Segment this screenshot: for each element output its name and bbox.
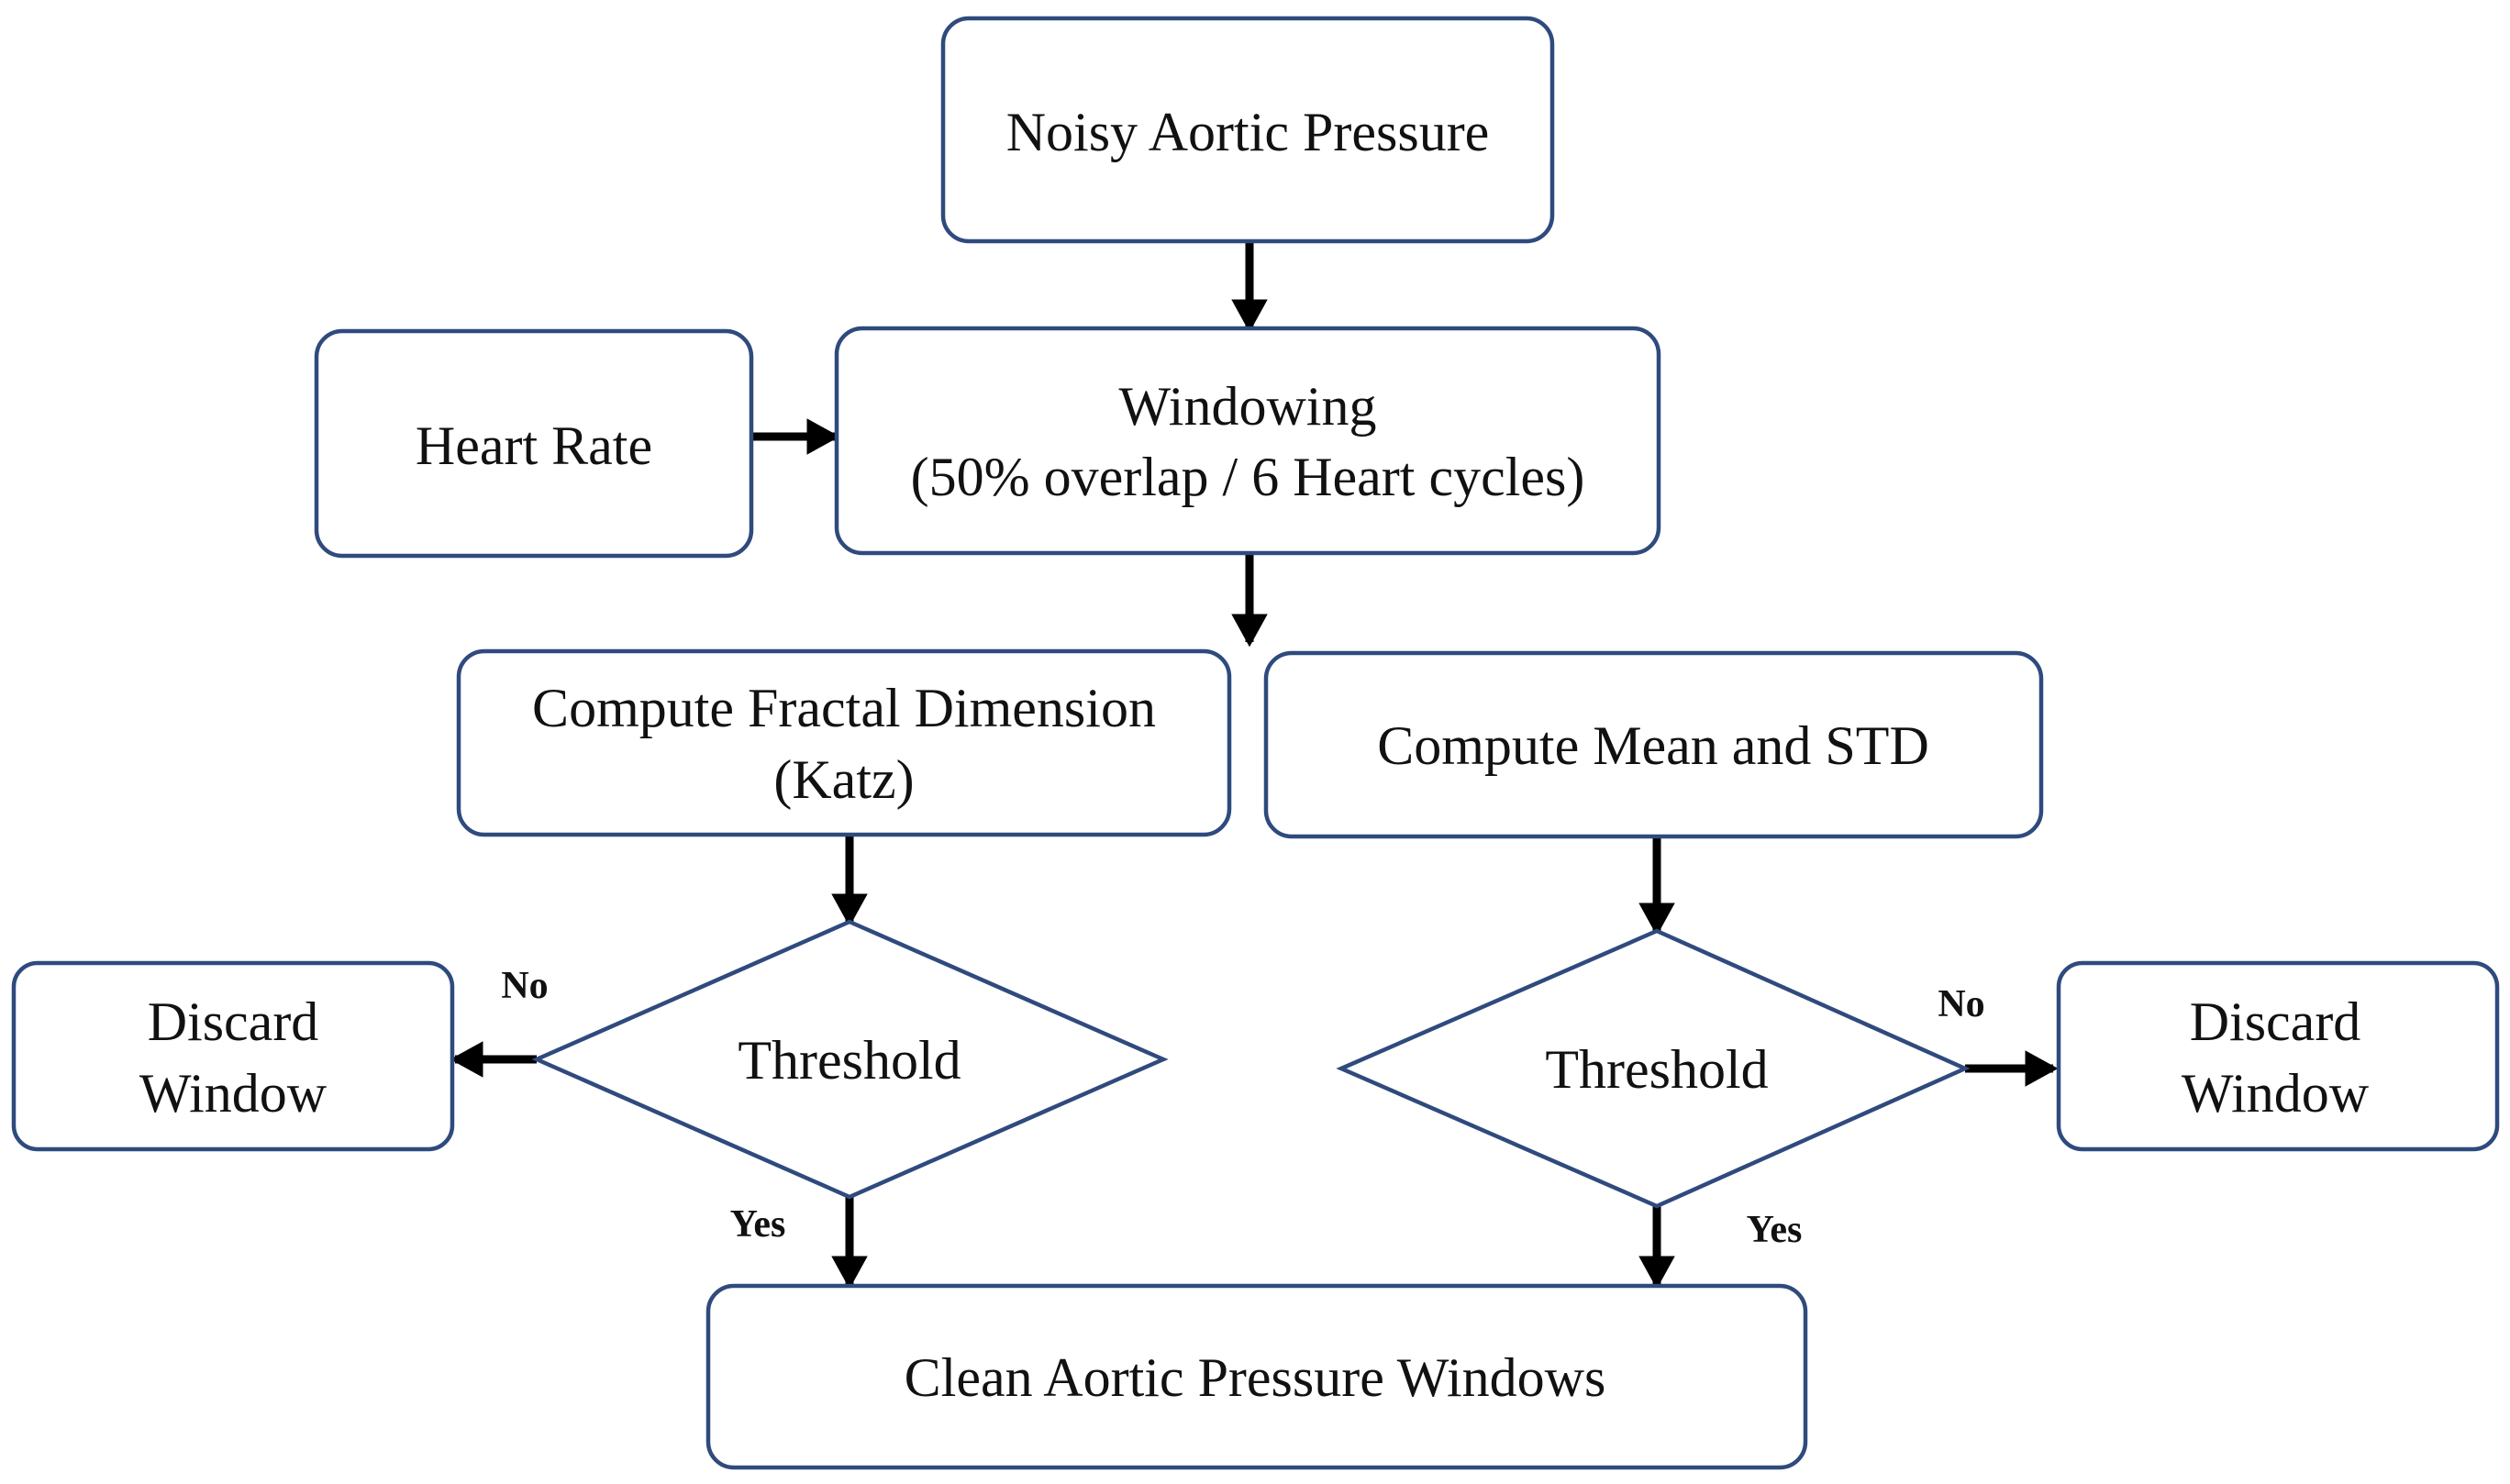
compute-fractal-dimension-method-label: (Katz) [773, 749, 914, 810]
threshold-left-label: Threshold [738, 1030, 961, 1091]
discard-window-right-label: Discard [2190, 991, 2361, 1052]
node-threshold-left: Threshold [531, 919, 1169, 1200]
edge-label-right-yes: Yes [1747, 1209, 1803, 1251]
heart-rate-box [314, 328, 754, 559]
noisy-aortic-pressure-label: Noisy Aortic Pressure [1006, 102, 1490, 162]
noisy-aortic-pressure-box [940, 16, 1555, 244]
windowing-label: Windowing [1119, 376, 1377, 437]
edge-label-left-no: No [501, 965, 548, 1007]
edge-labels: No Yes No Yes [501, 965, 1984, 1251]
clean-aortic-pressure-windows-label: Clean Aortic Pressure Windows [905, 1347, 1606, 1408]
node-clean-aortic-pressure-windows: Clean Aortic Pressure Windows [705, 1283, 1808, 1470]
windowing-box [834, 326, 1661, 556]
compute-mean-std-label: Compute Mean and STD [1377, 715, 1929, 776]
threshold-right-diamond [1336, 928, 1971, 1209]
discard-window-left-box [11, 960, 455, 1152]
edge-label-right-no: No [1938, 983, 1984, 1025]
node-compute-mean-std: Compute Mean and STD [1263, 650, 2044, 839]
clean-aortic-pressure-windows-box [705, 1283, 1808, 1470]
discard-window-right-box [2056, 960, 2500, 1152]
edge-label-left-yes: Yes [730, 1203, 786, 1246]
compute-mean-std-box [1263, 650, 2044, 839]
discard-window-left-label-line2: Window [139, 1063, 328, 1124]
node-heart-rate: Heart Rate [314, 328, 754, 559]
compute-fractal-dimension-label: Compute Fractal Dimension [532, 678, 1156, 738]
node-noisy-aortic-pressure: Noisy Aortic Pressure [940, 16, 1555, 244]
node-discard-window-left: Discard Window [11, 960, 455, 1152]
windowing-detail-label: (50% overlap / 6 Heart cycles) [911, 447, 1585, 507]
discard-window-right-label-line2: Window [2182, 1063, 2370, 1124]
node-threshold-right: Threshold [1336, 928, 1971, 1209]
node-windowing: Windowing (50% overlap / 6 Heart cycles) [834, 326, 1661, 556]
discard-window-left-label: Discard [148, 991, 319, 1052]
compute-fractal-dimension-box [456, 648, 1232, 837]
heart-rate-label: Heart Rate [416, 415, 652, 476]
threshold-right-label: Threshold [1545, 1039, 1768, 1100]
threshold-left-diamond [531, 919, 1169, 1200]
edges [450, 240, 2059, 1290]
node-discard-window-right: Discard Window [2056, 960, 2500, 1152]
node-compute-fractal-dimension: Compute Fractal Dimension (Katz) [456, 648, 1232, 837]
